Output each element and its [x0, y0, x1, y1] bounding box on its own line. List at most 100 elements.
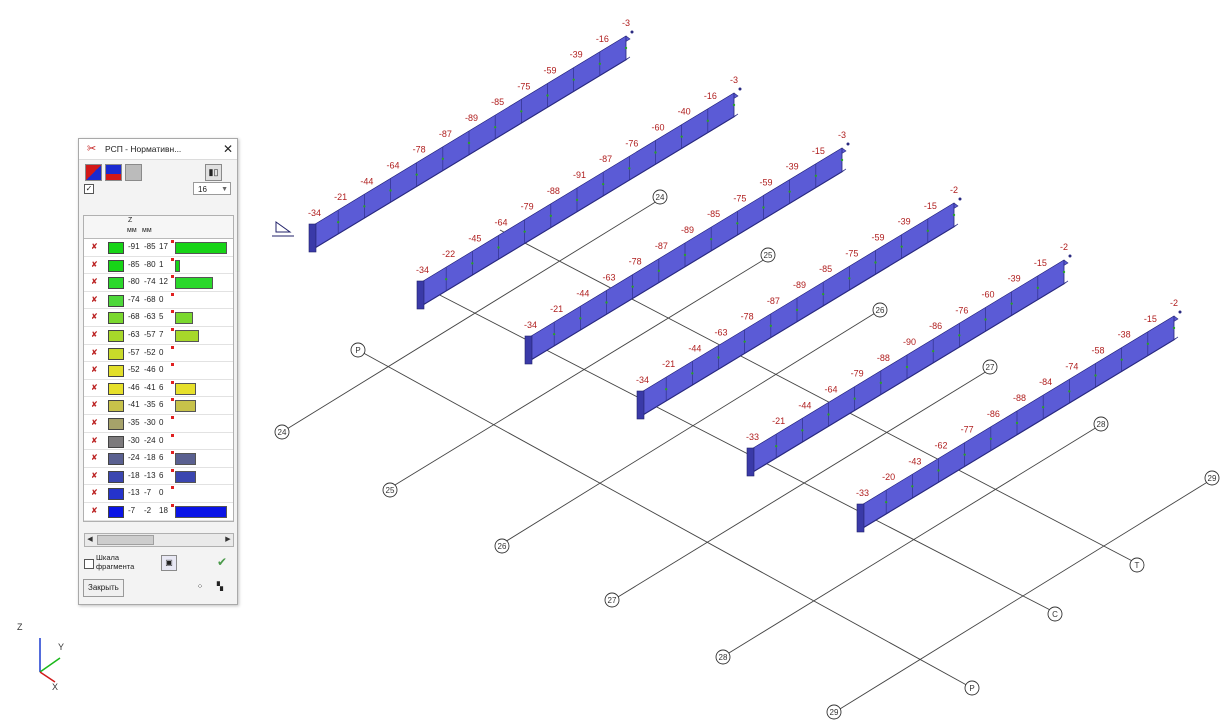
export-icon[interactable]: ▮▯	[205, 164, 222, 181]
close-icon[interactable]: ✕	[222, 142, 234, 156]
axis-marker	[274, 424, 290, 440]
visibility-icon[interactable]: ✘	[91, 488, 98, 498]
color-swatch[interactable]	[108, 347, 124, 360]
color-swatch[interactable]	[108, 242, 124, 254]
axis-marker-label: 26	[498, 542, 507, 551]
color-swatch[interactable]	[108, 470, 124, 483]
visibility-icon[interactable]: ✘	[91, 329, 98, 339]
element-count: 0	[159, 347, 164, 357]
visibility-icon[interactable]: ✘	[91, 294, 98, 304]
visibility-icon[interactable]: ✘	[91, 505, 98, 515]
marker-dot	[171, 310, 174, 314]
node-point	[900, 245, 903, 248]
visibility-icon[interactable]: ✘	[91, 347, 98, 357]
color-swatch[interactable]	[108, 417, 124, 430]
axis-marker	[1204, 470, 1220, 486]
scroll-left-icon[interactable]: ◀	[87, 536, 93, 543]
gradient-mode-icon[interactable]	[85, 164, 102, 181]
visibility-icon[interactable]: ✘	[91, 312, 98, 322]
fragment-count-select[interactable]: 16 ▼	[193, 182, 231, 195]
count-bar	[175, 400, 196, 413]
chart-icon[interactable]: ▚	[213, 580, 227, 594]
color-swatch[interactable]	[108, 365, 124, 378]
node-point	[1010, 302, 1013, 305]
visibility-icon[interactable]: ✘	[91, 259, 98, 269]
axis-marker-label: 28	[719, 653, 728, 662]
deflection-label: -16	[704, 91, 717, 101]
node-point	[630, 30, 634, 34]
solid-mode-icon[interactable]	[105, 164, 122, 181]
range-max: -30	[144, 417, 156, 427]
deflection-label: -16	[596, 34, 609, 44]
palette-icon[interactable]: ▣	[161, 555, 177, 571]
axis-marker-label: 26	[876, 306, 885, 315]
show-checkbox[interactable]: ✓	[84, 184, 94, 194]
element-count: 6	[159, 382, 164, 392]
deflection-label: -85	[707, 209, 720, 219]
visibility-icon[interactable]: ✘	[91, 435, 98, 445]
scroll-right-icon[interactable]: ▶	[225, 536, 231, 543]
range-max: -52	[144, 347, 156, 357]
element-count: 7	[159, 329, 164, 339]
deflection-label: -87	[599, 154, 612, 164]
node-point	[389, 189, 392, 192]
scale-checkbox[interactable]	[84, 559, 94, 569]
horizontal-scrollbar[interactable]: ◀ ▶	[84, 533, 234, 547]
visibility-icon[interactable]: ✘	[91, 470, 98, 480]
color-swatch[interactable]	[108, 505, 124, 518]
mono-mode-icon[interactable]	[125, 164, 142, 181]
axis-marker-label: 25	[386, 486, 395, 495]
visibility-icon[interactable]: ✘	[91, 382, 98, 392]
visibility-icon[interactable]: ✘	[91, 453, 98, 463]
color-swatch[interactable]	[108, 382, 124, 395]
color-swatch[interactable]	[108, 294, 124, 307]
color-swatch[interactable]	[108, 259, 124, 272]
color-swatch[interactable]	[108, 277, 124, 290]
scroll-thumb[interactable]	[97, 535, 154, 545]
deflection-label: -40	[678, 107, 691, 117]
color-swatch[interactable]	[108, 488, 124, 501]
scatter-icon[interactable]: ⁘	[193, 580, 207, 594]
axis-x-label: X	[52, 682, 59, 692]
node-point	[795, 308, 799, 312]
deflection-label: -86	[929, 321, 942, 331]
visibility-icon[interactable]: ✘	[91, 242, 98, 251]
visibility-icon[interactable]: ✘	[91, 277, 98, 287]
visibility-icon[interactable]: ✘	[91, 365, 98, 375]
close-button[interactable]: Закрыть	[83, 579, 124, 597]
visibility-icon[interactable]: ✘	[91, 417, 98, 427]
color-swatch[interactable]	[108, 312, 124, 325]
range-min: -24	[128, 453, 140, 463]
color-swatch[interactable]	[108, 453, 124, 466]
color-swatch[interactable]	[108, 400, 124, 413]
node-point	[706, 119, 710, 123]
node-point	[984, 318, 987, 321]
color-swatch[interactable]	[108, 435, 124, 448]
node-point	[926, 229, 930, 233]
node-point	[471, 262, 474, 265]
node-point	[654, 151, 657, 154]
deflection-label: -63	[715, 328, 728, 338]
node-point	[520, 110, 523, 113]
apply-check-icon[interactable]: ✔	[215, 555, 229, 569]
grid-line-25	[389, 255, 771, 489]
visibility-icon[interactable]: ✘	[91, 400, 98, 410]
color-swatch[interactable]	[108, 329, 124, 342]
